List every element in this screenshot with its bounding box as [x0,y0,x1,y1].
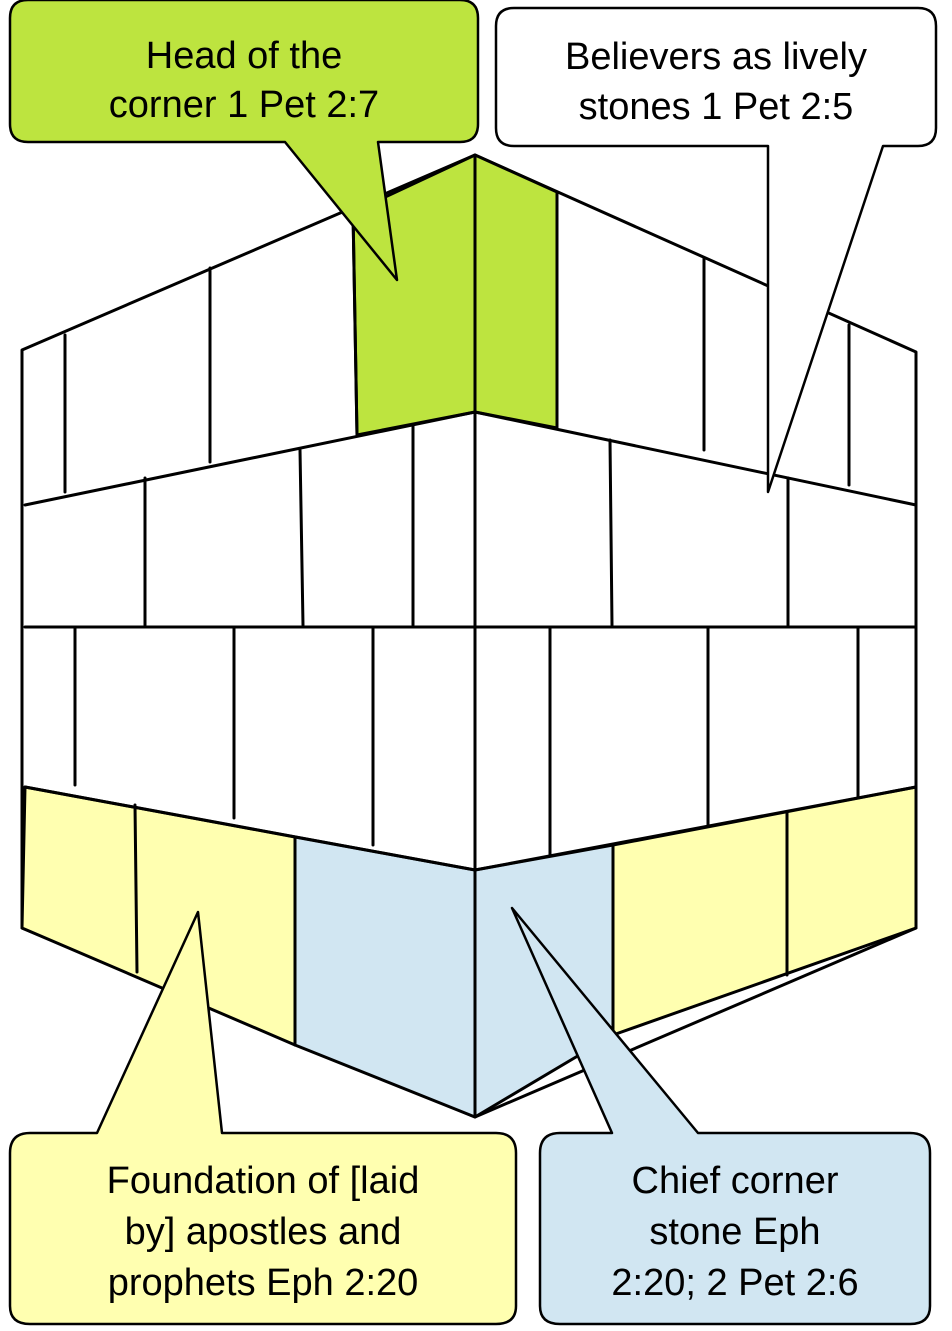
callout-foundation-line-1: Foundation of [laid [107,1160,420,1202]
callout-head-line-2: corner 1 Pet 2:7 [109,84,379,126]
callout-foundation-line-2: by] apostles and [125,1211,402,1253]
callout-chief-line-2: stone Eph [649,1211,820,1253]
joint [610,440,612,625]
head-stone-right [475,155,557,428]
callout-believers-line-2: stones 1 Pet 2:5 [579,86,854,128]
callout-head-line-1: Head of the [146,35,342,77]
callout-chief-line-3: 2:20; 2 Pet 2:6 [611,1262,858,1304]
callout-foundation-line-3: prophets Eph 2:20 [108,1262,419,1304]
callout-believers-line-1: Believers as lively [565,36,867,78]
callout-chief-line-1: Chief corner [632,1160,839,1202]
joint [135,805,137,972]
